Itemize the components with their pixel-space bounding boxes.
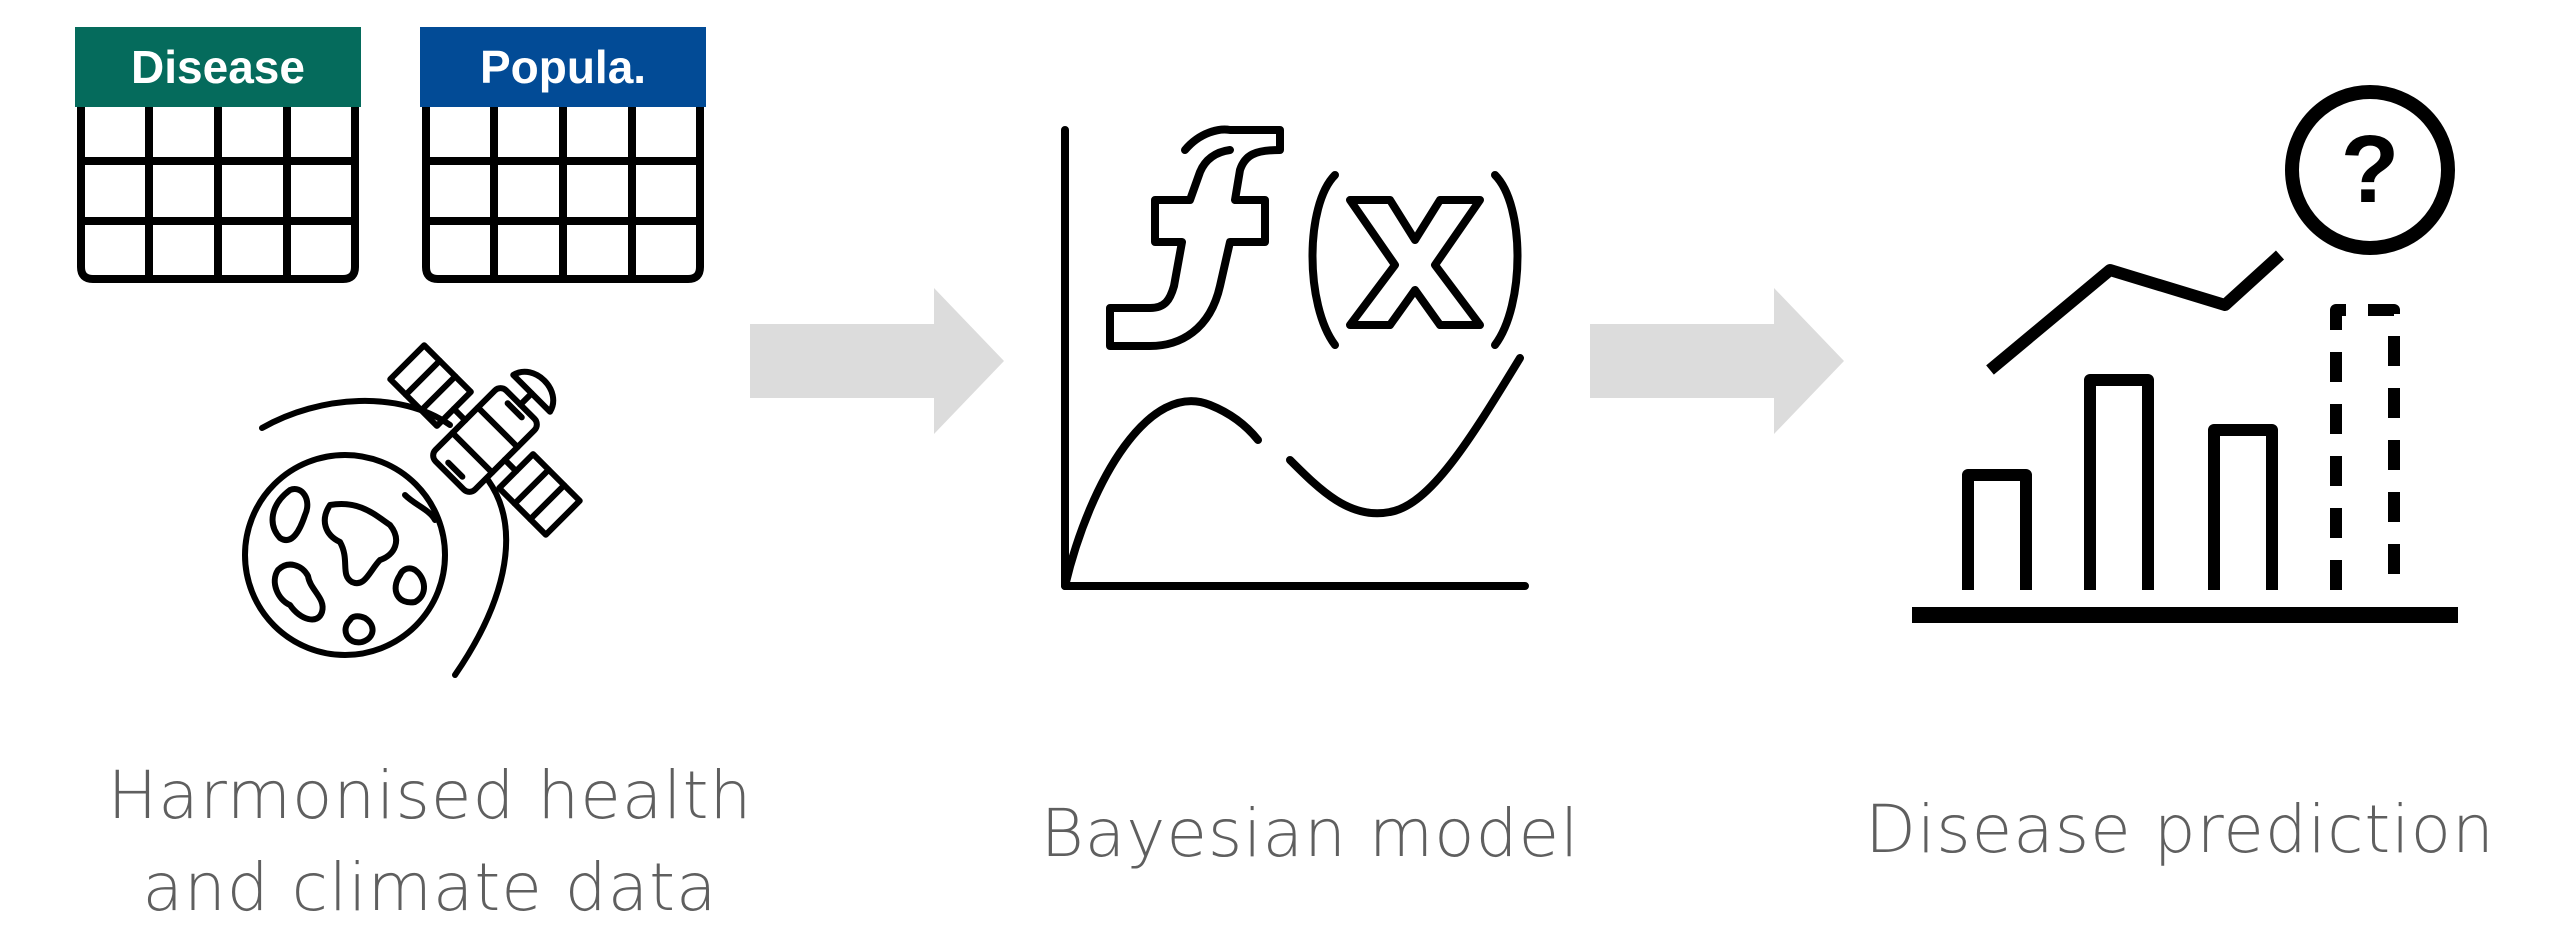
step-model: Bayesian model (1000, 0, 1620, 927)
bar-chart-trend-question-icon: ? (1912, 85, 2458, 623)
disease-table: Disease (75, 27, 361, 287)
data-caption-line2: and climate data (142, 849, 718, 926)
population-table: Popula. (420, 27, 706, 287)
right-arrow-icon (1590, 288, 1844, 434)
prediction-caption: Disease prediction (1865, 791, 2495, 868)
step-prediction: ? Disease prediction (1860, 0, 2500, 927)
question-mark-icon: ? (2341, 116, 2400, 223)
table-grid-icon (422, 107, 704, 283)
disease-table-header: Disease (75, 27, 361, 107)
step-data: Disease Popula. (0, 0, 800, 927)
data-caption-line1: Harmonised health (107, 757, 753, 834)
population-table-header: Popula. (420, 27, 706, 107)
right-arrow-icon (750, 288, 1004, 434)
table-grid-icon (77, 107, 359, 283)
function-curve-graph-icon (1061, 125, 1529, 590)
model-caption: Bayesian model (1040, 795, 1580, 872)
satellite-orbiting-earth-icon (242, 342, 583, 678)
data-caption: Harmonised health and climate data (40, 750, 820, 934)
